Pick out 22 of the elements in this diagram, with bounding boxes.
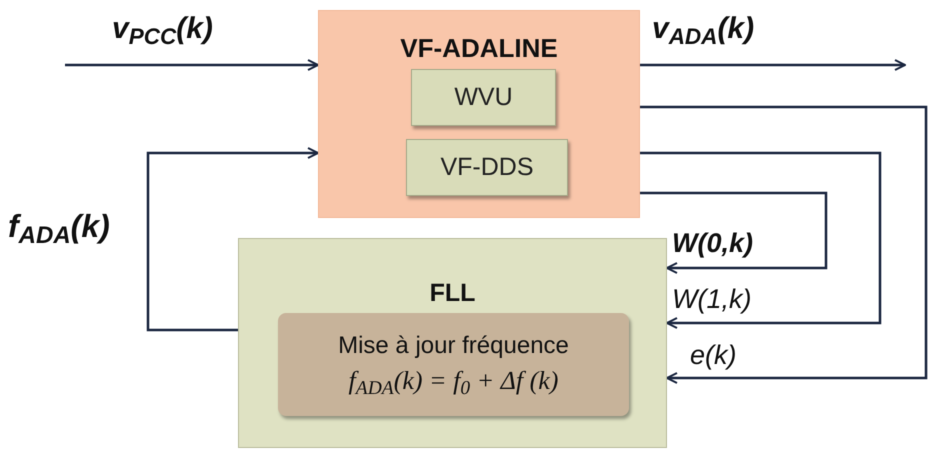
block-title: FLL: [428, 278, 476, 309]
block-box: [318, 10, 640, 218]
block-box: [406, 139, 568, 196]
edge-label: v$_{PCC}$(k): [112, 14, 213, 44]
arrow: [146, 147, 319, 332]
arrow: [640, 192, 828, 274]
block-box: [238, 238, 667, 448]
arrow: [640, 152, 882, 329]
arrow: [640, 106, 928, 384]
block-label: Mise à jour fréquence: [338, 331, 569, 362]
arrow: [65, 59, 319, 71]
edge-label: v$_{ADA}$(k): [652, 14, 754, 44]
block-box: [278, 313, 629, 416]
formula-text: f$_{ADA}$(k) = f$_{0}$ + Δf (k): [348, 365, 558, 398]
block-box: [411, 69, 556, 126]
block-label: VF-DDS: [440, 152, 534, 183]
block-label: WVU: [454, 82, 513, 113]
edge-label: W(0,k): [672, 230, 753, 257]
edge-label: W(1,k): [672, 286, 752, 313]
edge-label: e(k): [690, 342, 736, 369]
arrow: [640, 59, 906, 71]
block-title: VF-ADALINE: [399, 32, 559, 65]
